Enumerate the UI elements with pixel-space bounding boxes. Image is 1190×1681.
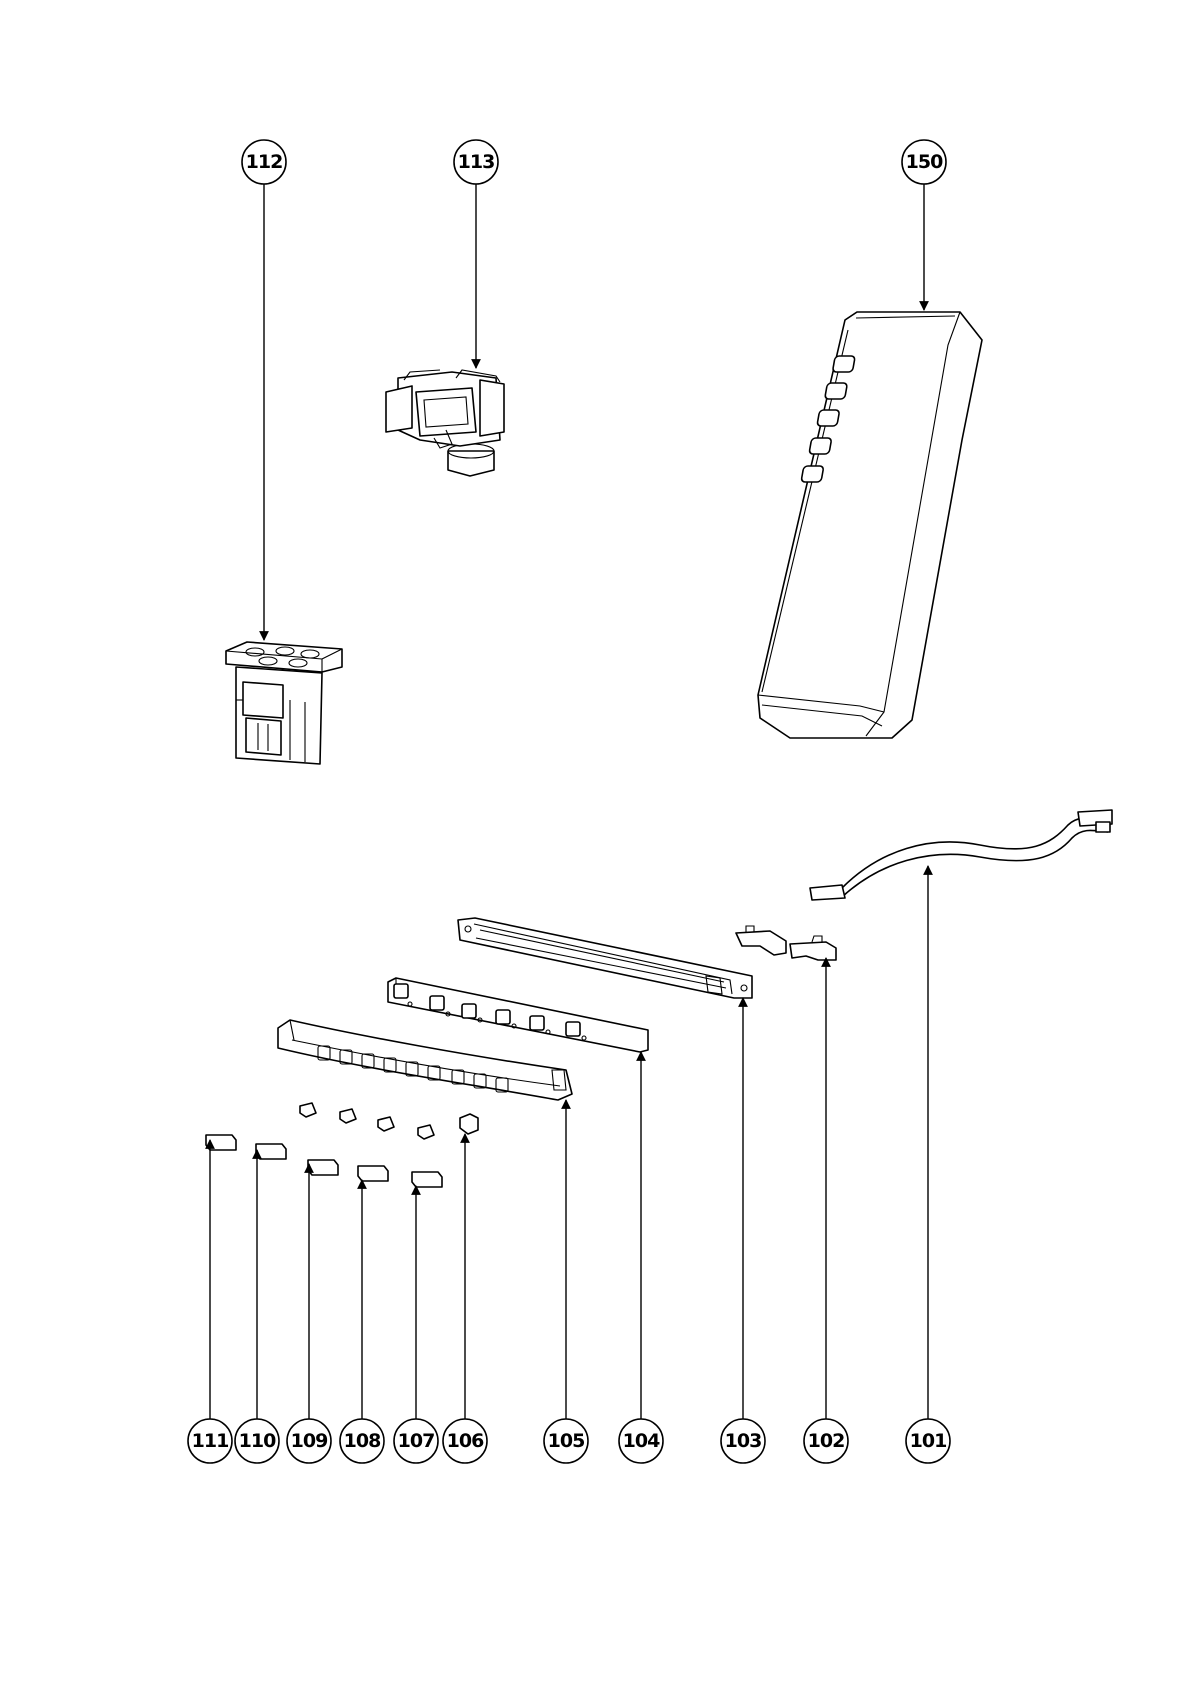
leader-lines [205, 182, 933, 1420]
callout-105-label: 105 [548, 1430, 585, 1452]
callout-107-label: 107 [398, 1430, 435, 1452]
callout-111: 111 [187, 1418, 233, 1464]
callout-108: 108 [339, 1418, 385, 1464]
callout-111-label: 111 [192, 1430, 229, 1452]
remote-buttons [800, 355, 856, 483]
callout-113-label: 113 [458, 151, 495, 173]
part-112-connector [225, 641, 343, 765]
part-106-buttons [299, 1102, 479, 1140]
callout-106: 106 [442, 1418, 488, 1464]
callout-105: 105 [543, 1418, 589, 1464]
callout-104: 104 [618, 1418, 664, 1464]
callout-112: 112 [241, 139, 287, 185]
callout-102: 102 [803, 1418, 849, 1464]
part-103-frame [457, 917, 753, 999]
part-105-button-frame [277, 1019, 573, 1101]
part-113-clip [385, 369, 505, 477]
part-101-cable [809, 809, 1113, 901]
callout-103-label: 103 [725, 1430, 762, 1452]
part-103-bracket [735, 925, 787, 956]
callout-112-label: 112 [246, 151, 283, 173]
frame-slots [317, 1045, 509, 1093]
callout-150: 150 [901, 139, 947, 185]
part-150-remote [757, 311, 983, 739]
callout-150-label: 150 [906, 151, 943, 173]
callout-110-label: 110 [239, 1430, 276, 1452]
callout-108-label: 108 [344, 1430, 381, 1452]
pcb-switches [393, 983, 587, 1041]
callout-103: 103 [720, 1418, 766, 1464]
callout-104-label: 104 [623, 1430, 660, 1452]
callout-107: 107 [393, 1418, 439, 1464]
callout-101-label: 101 [910, 1430, 947, 1452]
callout-102-label: 102 [808, 1430, 845, 1452]
part-caps-107-111 [205, 1134, 443, 1188]
callout-110: 110 [234, 1418, 280, 1464]
callout-109-label: 109 [291, 1430, 328, 1452]
part-104-pcb [387, 977, 649, 1053]
callout-106-label: 106 [447, 1430, 484, 1452]
callout-109: 109 [286, 1418, 332, 1464]
callout-113: 113 [453, 139, 499, 185]
callout-101: 101 [905, 1418, 951, 1464]
part-102-bracket [789, 935, 837, 961]
